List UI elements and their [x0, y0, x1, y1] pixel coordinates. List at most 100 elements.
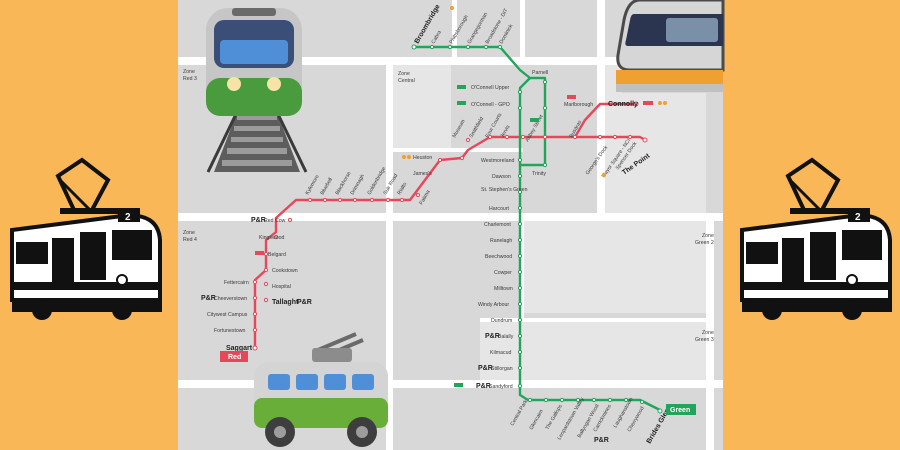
red-stop[interactable]: [627, 134, 633, 140]
green-stop-brides-glen[interactable]: [657, 408, 663, 414]
green-stop[interactable]: [639, 399, 645, 405]
station-label: Milltown: [494, 286, 513, 292]
red-stop[interactable]: [399, 197, 405, 203]
station-label: Balally: [498, 334, 514, 340]
bus-badge: [454, 383, 463, 387]
green-stop[interactable]: [517, 189, 523, 195]
station-label: Stillorgan: [491, 366, 513, 372]
red-line-tag-label: Red: [228, 354, 241, 361]
red-stop-saggart[interactable]: [252, 345, 258, 351]
red-stop[interactable]: [252, 311, 258, 317]
station-label: Dawson: [492, 174, 511, 180]
red-stop[interactable]: [287, 217, 293, 223]
green-stop[interactable]: [517, 221, 523, 227]
green-stop[interactable]: [517, 253, 523, 259]
red-stop[interactable]: [465, 137, 471, 143]
green-stop[interactable]: [623, 397, 629, 403]
station-label: Parnell: [532, 70, 548, 76]
rail-dot: [402, 155, 406, 159]
station-pr-tag: P&R: [476, 383, 491, 390]
red-stop[interactable]: [612, 134, 618, 140]
green-stop[interactable]: [429, 44, 435, 50]
zone-green3-l2: Green 3: [695, 337, 714, 343]
red-stop[interactable]: [307, 197, 313, 203]
green-stop[interactable]: [497, 44, 503, 50]
red-stop[interactable]: [369, 197, 375, 203]
red-stop[interactable]: [385, 197, 391, 203]
train-icon: [206, 8, 308, 173]
red-stop[interactable]: [252, 295, 258, 301]
bus-badge: [255, 251, 264, 255]
green-stop[interactable]: [542, 79, 548, 85]
green-stop[interactable]: [607, 397, 613, 403]
station-label: Charlemont: [484, 222, 511, 228]
red-stop[interactable]: [597, 134, 603, 140]
green-stop[interactable]: [591, 397, 597, 403]
red-stop[interactable]: [352, 197, 358, 203]
station-label: Heuston: [413, 155, 432, 161]
red-stop[interactable]: [252, 327, 258, 333]
red-stop[interactable]: [415, 192, 421, 198]
red-stop[interactable]: [520, 134, 526, 140]
station-label: O'Connell Upper: [471, 85, 509, 91]
green-stations: [411, 44, 663, 414]
red-stop-the-point[interactable]: [642, 137, 648, 143]
green-stop[interactable]: [447, 44, 453, 50]
green-stop[interactable]: [517, 105, 523, 111]
red-stop[interactable]: [263, 281, 269, 287]
red-stop[interactable]: [263, 267, 269, 273]
red-stop[interactable]: [459, 155, 465, 161]
red-stop[interactable]: [263, 297, 269, 303]
green-stop[interactable]: [517, 285, 523, 291]
green-stop[interactable]: [517, 89, 523, 95]
green-stop[interactable]: [517, 237, 523, 243]
station-label: Fettercairn: [224, 280, 249, 286]
green-stop[interactable]: [575, 397, 581, 403]
zone-green3-l1: Zone: [702, 330, 714, 336]
red-stop[interactable]: [542, 134, 548, 140]
green-stop[interactable]: [527, 397, 533, 403]
green-stop[interactable]: [483, 44, 489, 50]
red-stop[interactable]: [273, 234, 279, 240]
red-stop[interactable]: [252, 279, 258, 285]
green-stop[interactable]: [517, 333, 523, 339]
green-stop[interactable]: [543, 397, 549, 403]
rail-dot: [450, 6, 454, 10]
station-label: Cookstown: [272, 268, 298, 274]
green-stop[interactable]: [559, 397, 565, 403]
red-stop[interactable]: [504, 134, 510, 140]
station-pr-tag: P&R: [594, 437, 609, 444]
rail-dot: [407, 155, 411, 159]
green-stop[interactable]: [517, 383, 523, 389]
red-stop[interactable]: [263, 251, 269, 257]
station-label: Windy Arbour: [478, 302, 509, 308]
zone-red4-l2: Red 4: [183, 237, 197, 243]
green-stop[interactable]: [542, 162, 548, 168]
station-label: Westmoreland: [481, 158, 514, 164]
red-stop-connolly[interactable]: [633, 101, 639, 107]
red-stop[interactable]: [337, 197, 343, 203]
station-label: Sandyford: [489, 384, 513, 390]
green-stop[interactable]: [517, 301, 523, 307]
red-stop[interactable]: [487, 134, 493, 140]
red-stop[interactable]: [437, 157, 443, 163]
green-stop-broombridge[interactable]: [411, 44, 417, 50]
red-stations: [252, 101, 648, 351]
green-stop[interactable]: [517, 317, 523, 323]
green-stop[interactable]: [517, 157, 523, 163]
green-stop[interactable]: [542, 105, 548, 111]
zone-central-l2: Central: [398, 78, 415, 84]
green-stop[interactable]: [517, 269, 523, 275]
station-label: Beechwood: [485, 254, 512, 260]
green-stop[interactable]: [517, 205, 523, 211]
red-stop[interactable]: [322, 197, 328, 203]
green-stop[interactable]: [517, 365, 523, 371]
green-stop[interactable]: [465, 44, 471, 50]
station-pr-tag: P&R: [478, 365, 493, 372]
green-stop[interactable]: [517, 173, 523, 179]
green-stop[interactable]: [517, 349, 523, 355]
trolleybus-icon: [254, 332, 388, 447]
station-label: Kilmacud: [490, 350, 511, 356]
red-stop[interactable]: [572, 134, 578, 140]
